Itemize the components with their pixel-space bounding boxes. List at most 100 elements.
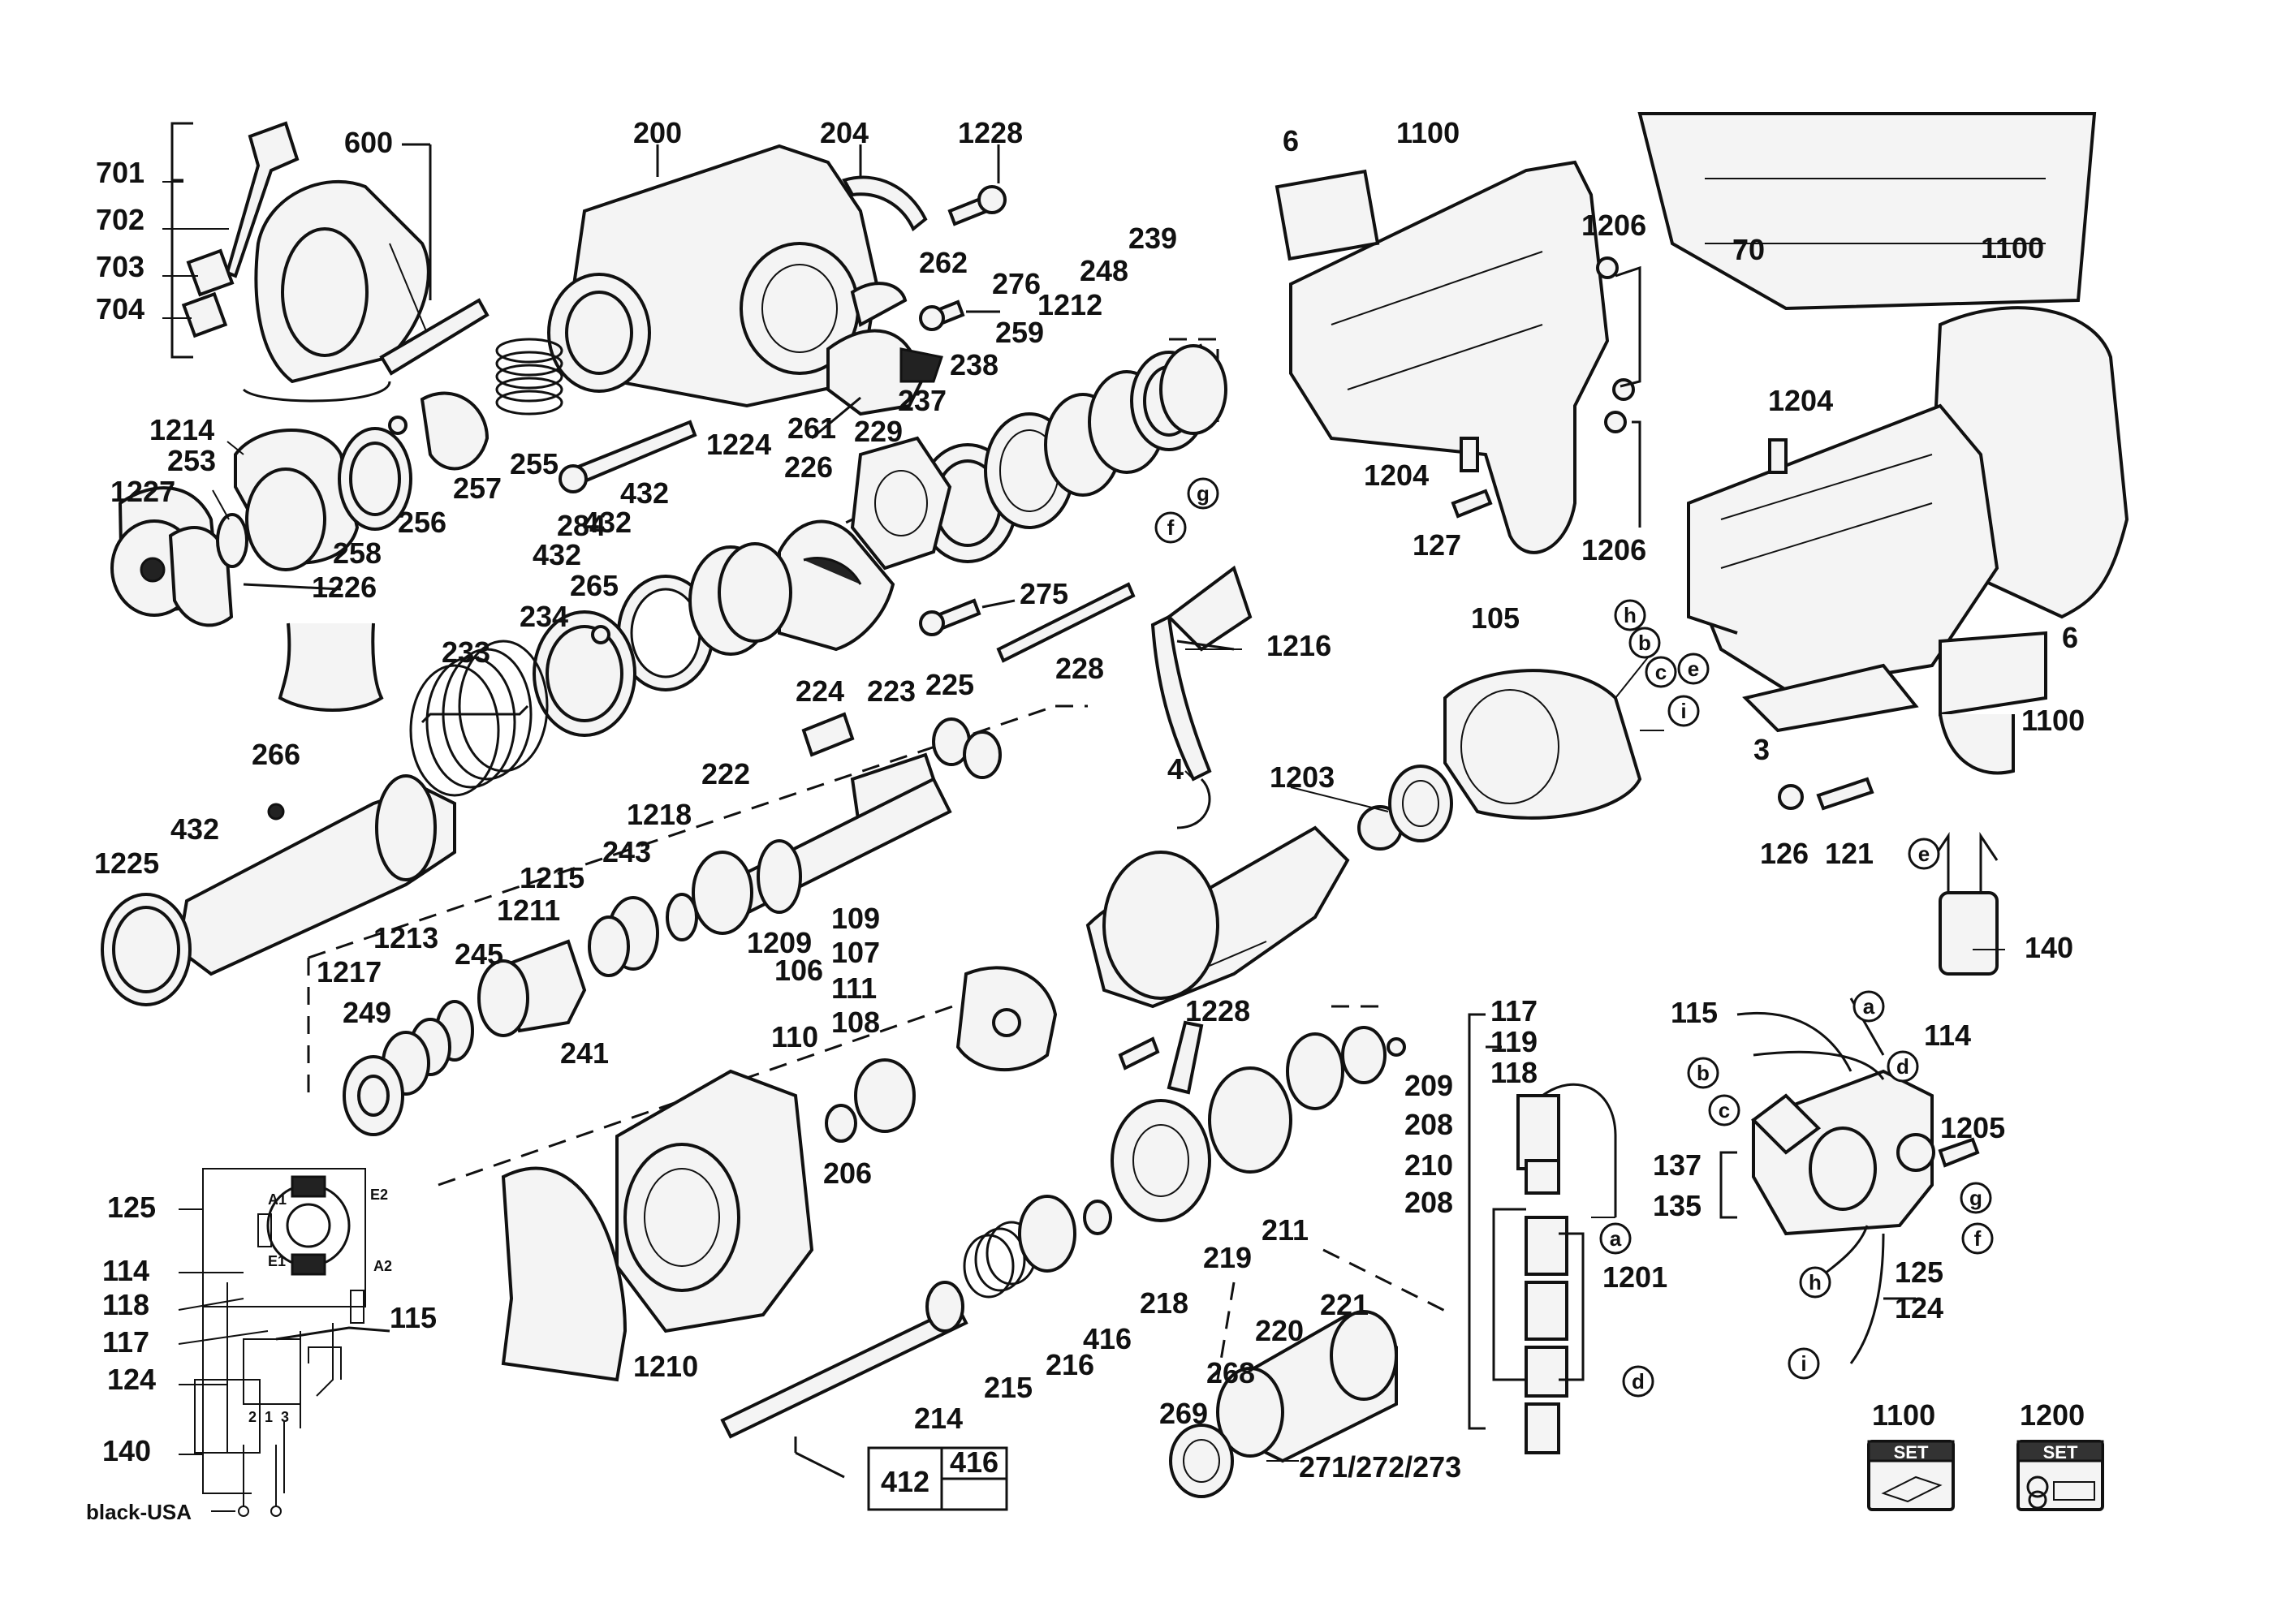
part-label-70: 70 [1732, 233, 1765, 266]
piston-group [307, 704, 1088, 1136]
part-262 [850, 282, 908, 327]
part-label-234: 234 [520, 600, 568, 633]
part-label-432c: 432 [533, 538, 581, 571]
part-label-1206b: 1206 [1581, 533, 1646, 566]
part-label-115b: 115 [390, 1301, 437, 1334]
square-part-704 [181, 291, 228, 338]
part-label-1225: 1225 [94, 846, 159, 880]
part-label-204: 204 [820, 116, 869, 149]
part-label-226: 226 [784, 450, 833, 484]
screw-1205 [1938, 1137, 1980, 1168]
part-label-209: 209 [1404, 1069, 1453, 1102]
pin-224 [801, 712, 855, 757]
label-6 [1275, 169, 1380, 261]
part-label-121: 121 [1825, 837, 1874, 870]
part-label-208a: 208 [1404, 1108, 1453, 1141]
label-6b [1939, 631, 2047, 717]
wire-marker-g-1: g [1187, 477, 1219, 510]
part-label-1211: 1211 [497, 894, 560, 927]
part-label-275: 275 [1020, 577, 1068, 610]
ring-416 [1083, 1200, 1112, 1235]
schematic-label-a2: A2 [373, 1258, 392, 1274]
part-label-124b: 124 [107, 1363, 156, 1396]
piston-222 [720, 777, 952, 920]
part-label-115a: 115 [1671, 996, 1718, 1029]
part-label-220: 220 [1255, 1314, 1304, 1347]
part-label-108: 108 [831, 1006, 880, 1039]
wire-marker-f-2: f [1961, 1222, 1994, 1255]
schematic-terminal-3: 3 [281, 1409, 289, 1425]
part-label-124a: 124 [1895, 1291, 1943, 1325]
part-label-238: 238 [950, 348, 998, 381]
part-label-249: 249 [343, 996, 391, 1029]
part-209 [1387, 1037, 1406, 1057]
wire-marker-letter: h [1624, 603, 1637, 627]
brush-118 [1525, 1216, 1568, 1276]
part-label-416a: 416 [1083, 1322, 1132, 1355]
part-label-1214: 1214 [149, 413, 214, 446]
brush-holder-119 [1516, 1094, 1560, 1170]
field-105 [1443, 669, 1642, 820]
cord-group [1150, 565, 1253, 829]
wire-marker-d-1: d [1887, 1050, 1919, 1083]
part-label-117b: 117 [102, 1325, 149, 1359]
part-label-432d: 432 [170, 812, 219, 846]
wire-marker-f-1: f [1154, 511, 1187, 544]
part-label-107: 107 [831, 936, 880, 969]
bearing-1203 [1388, 765, 1453, 842]
wire-marker-c-1: c [1645, 656, 1677, 688]
set-badge-text-1100: SET [1894, 1442, 1929, 1462]
part-label-137: 137 [1653, 1148, 1702, 1182]
wire-marker-d-2: d [1622, 1365, 1654, 1398]
tool-case-70 [1637, 112, 2097, 311]
wire-marker-letter: g [1969, 1186, 1982, 1210]
part-210 [1286, 1032, 1344, 1110]
wire-marker-letter: g [1197, 481, 1210, 506]
part-label-704: 704 [96, 292, 144, 325]
cord-clamp [1166, 565, 1253, 652]
part-label-229: 229 [854, 415, 903, 448]
wire-marker-letter: f [1974, 1226, 1982, 1251]
wire-marker-letter: b [1697, 1061, 1710, 1085]
part-label-702: 702 [96, 203, 144, 236]
part-label-259: 259 [995, 316, 1044, 349]
shaft-214 [720, 1304, 968, 1439]
part-label-223: 223 [867, 674, 916, 708]
part-label-1224: 1224 [706, 428, 771, 461]
part-label-4: 4 [1167, 752, 1184, 786]
part-label-1228a: 1228 [958, 116, 1023, 149]
screw-1228b [1118, 1036, 1160, 1070]
part-label-106: 106 [774, 954, 823, 987]
part-label-703: 703 [96, 250, 144, 283]
ring-239 [1159, 344, 1227, 435]
part-label-1218: 1218 [627, 798, 692, 831]
part-label-blackusa: black-USA [86, 1500, 192, 1524]
part-label-118a: 118 [1490, 1056, 1538, 1089]
part-label-239: 239 [1128, 222, 1177, 255]
bearing-108 [854, 1058, 916, 1133]
wire-marker-letter: f [1167, 515, 1175, 540]
part-label-200: 200 [633, 116, 682, 149]
part-208 [1341, 1026, 1387, 1084]
part-label-284: 284 [557, 509, 606, 542]
wiring-schematic [194, 1168, 390, 1517]
part-label-221: 221 [1320, 1288, 1369, 1321]
part-label-1100set: 1100 [1872, 1398, 1935, 1432]
chuck-group [110, 121, 490, 712]
oring-1209 [757, 839, 802, 914]
part-label-224: 224 [796, 674, 844, 708]
wire-marker-letter: e [1688, 657, 1699, 681]
wire-marker-e-2: e [1908, 838, 1940, 870]
part-label-276: 276 [992, 267, 1041, 300]
pin-228 [996, 582, 1136, 663]
part-label-1210: 1210 [633, 1350, 698, 1383]
part-label-268: 268 [1206, 1356, 1255, 1389]
gear-221 [1330, 1310, 1398, 1401]
side-handle-ring [281, 227, 369, 357]
wire-marker-letter: i [1801, 1351, 1806, 1376]
oring-1226 [216, 513, 248, 568]
schematic-switch [243, 1338, 301, 1405]
part-label-233: 233 [442, 635, 490, 669]
